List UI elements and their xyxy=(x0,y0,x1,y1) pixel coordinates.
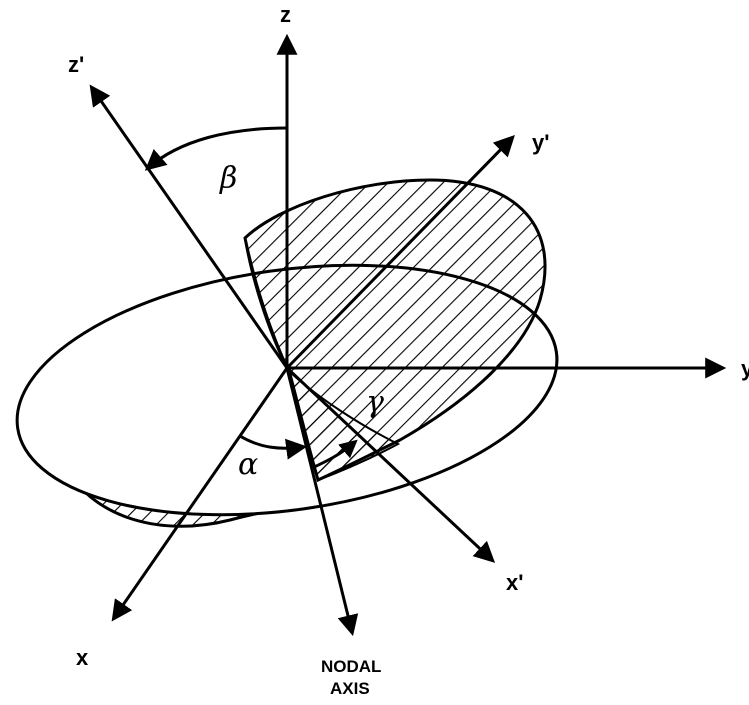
beta-arc xyxy=(144,126,288,171)
nodal-axis-label-line2: AXIS xyxy=(330,679,370,698)
gamma-label: γ xyxy=(366,385,384,420)
x-axis xyxy=(111,367,289,622)
beta-label: β xyxy=(219,161,237,196)
z-prime-axis-label: z' xyxy=(68,52,84,77)
y-prime-axis xyxy=(285,134,515,370)
gamma-arc xyxy=(311,439,358,470)
alpha-label: α xyxy=(238,447,258,482)
z-prime-axis xyxy=(89,84,289,369)
nodal-axis-label-line1: NODAL xyxy=(321,657,381,676)
x-axis-label: x xyxy=(76,645,89,670)
x-prime-axis xyxy=(285,366,496,563)
x-prime-axis-label: x' xyxy=(506,570,523,595)
y-axis-label: y xyxy=(741,356,749,381)
tilted-ellipse-left-boundary xyxy=(243,237,289,369)
nodal-axis xyxy=(285,367,359,637)
y-prime-axis-label: y' xyxy=(532,130,549,155)
z-axis-label: z xyxy=(280,2,291,27)
alpha-arc xyxy=(239,434,308,460)
